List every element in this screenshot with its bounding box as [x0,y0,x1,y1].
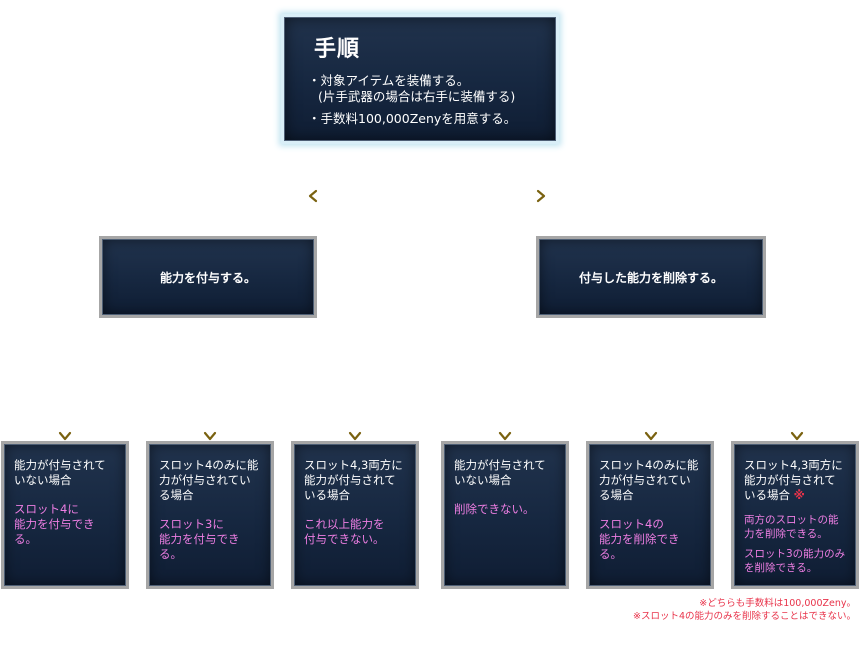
procedure-steps: ・対象アイテムを装備する。 (片手武器の場合は右手に装備する) ・手数料100,… [308,73,540,127]
procedure-box: 手順 ・対象アイテムを装備する。 (片手武器の場合は右手に装備する) ・手数料1… [281,14,559,144]
arrow-left-icon [308,189,318,203]
leaf-remove-both-slots: スロット4,3両方に能力が付与されている場合 ※ 両方のスロットの能力を削除でき… [731,441,859,589]
leaf-result: スロット3の能力のみを削除できる。 [744,548,846,574]
branch-label: 付与した能力を削除する。 [578,270,723,285]
leaf-condition: 能力が付与されていない場合 [14,458,106,487]
arrow-down-icon [644,431,658,441]
leaf-result: スロット4に 能力を付与できる。 [14,502,95,546]
arrow-down-icon [58,431,72,441]
procedure-step: ・手数料100,000Zenyを用意する。 [308,111,517,126]
leaf-result: スロット3に 能力を付与できる。 [159,517,240,561]
note-mark: ※ [793,488,805,502]
footnote: ※スロット4の能力のみを削除することはできない。 [632,611,856,622]
leaf-condition: スロット4のみに能力が付与されている場合 [599,458,699,502]
leaf-add-slot4-only: スロット4のみに能力が付与されている場合 スロット3に 能力を付与できる。 [146,441,274,589]
branch-remove-ability: 付与した能力を削除する。 [536,236,766,318]
leaf-condition: スロット4,3両方に能力が付与されている場合 [304,458,403,502]
arrow-down-icon [498,431,512,441]
arrow-down-icon [203,431,217,441]
leaf-result: 両方のスロットの能力を削除できる。 [744,514,839,540]
leaf-remove-slot4-only: スロット4のみに能力が付与されている場合 スロット4の 能力を削除できる。 [586,441,714,589]
leaf-condition: スロット4のみに能力が付与されている場合 [159,458,259,502]
leaf-condition: 能力が付与されていない場合 [454,458,546,487]
leaf-condition: スロット4,3両方に能力が付与されている場合 ※ [744,458,843,502]
footnotes: ※どちらも手数料は100,000Zeny。 ※スロット4の能力のみを削除すること… [633,597,856,623]
procedure-step: ・対象アイテムを装備する。 (片手武器の場合は右手に装備する) [308,73,516,104]
arrow-down-icon [790,431,804,441]
branch-label: 能力を付与する。 [159,270,256,285]
leaf-result: スロット4の 能力を削除できる。 [599,517,680,561]
leaf-add-both-slots: スロット4,3両方に能力が付与されている場合 これ以上能力を 付与できない。 [291,441,419,589]
branch-add-ability: 能力を付与する。 [99,236,317,318]
leaf-remove-no-ability: 能力が付与されていない場合 削除できない。 [441,441,569,589]
arrow-down-icon [348,431,362,441]
leaf-add-no-ability: 能力が付与されていない場合 スロット4に 能力を付与できる。 [1,441,129,589]
arrow-right-icon [536,189,546,203]
leaf-result: これ以上能力を 付与できない。 [304,517,385,546]
procedure-title: 手順 [314,36,361,62]
leaf-result: 削除できない。 [454,502,535,516]
footnote: ※どちらも手数料は100,000Zeny。 [699,598,856,609]
